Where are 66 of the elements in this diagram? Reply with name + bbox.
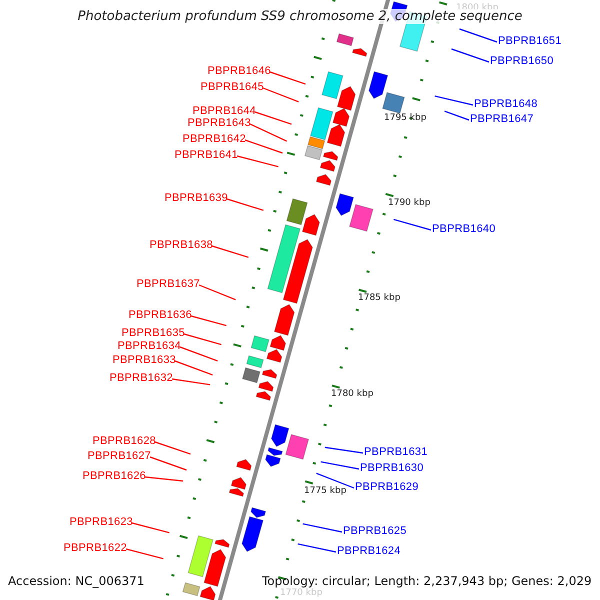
leader-line bbox=[244, 139, 283, 154]
leader-line bbox=[236, 155, 278, 168]
gene-label: PBPRB1623 bbox=[69, 516, 133, 529]
gene-label: PBPRB1637 bbox=[136, 278, 200, 291]
gene-label: PBPRB1627 bbox=[87, 450, 151, 463]
gene-label: PBPRB1647 bbox=[470, 113, 534, 126]
gene-label: PBPRB1644 bbox=[192, 105, 256, 118]
leader-line bbox=[434, 96, 474, 106]
gene-label: PBPRB1640 bbox=[432, 223, 496, 236]
leader-line bbox=[132, 522, 170, 534]
gene-label: PBPRB1632 bbox=[109, 372, 173, 385]
scale-label: 1790 kbp bbox=[388, 198, 430, 208]
leader-line bbox=[316, 472, 354, 489]
leader-line bbox=[262, 87, 299, 102]
gene-label: PBPRB1634 bbox=[117, 340, 181, 353]
gene-label: PBPRB1624 bbox=[337, 545, 401, 558]
leader-line bbox=[190, 315, 226, 326]
gene-label: PBPRB1638 bbox=[149, 239, 213, 252]
leader-line bbox=[444, 110, 470, 121]
leader-line bbox=[212, 245, 249, 258]
leader-line bbox=[154, 441, 191, 455]
gene-label: PBPRB1639 bbox=[164, 192, 228, 205]
gene-label: PBPRB1650 bbox=[490, 55, 554, 68]
gene-label: PBPRB1625 bbox=[343, 525, 407, 538]
leader-line bbox=[451, 48, 490, 63]
sequence-info-text: Topology: circular; Length: 2,237,943 bp; Genes: 2,029 bbox=[262, 574, 592, 588]
gene-label: PBPRB1646 bbox=[207, 65, 271, 78]
leader-line bbox=[250, 123, 288, 142]
gene-label: PBPRB1630 bbox=[360, 462, 424, 475]
leader-line bbox=[298, 543, 336, 553]
leader-line bbox=[180, 346, 218, 362]
gene-label: PBPRB1629 bbox=[355, 481, 419, 494]
gene-label: PBPRB1651 bbox=[498, 35, 562, 48]
gene-label: PBPRB1635 bbox=[121, 327, 185, 340]
gene-label: PBPRB1642 bbox=[182, 133, 246, 146]
accession-text: Accession: NC_006371 bbox=[8, 574, 144, 588]
gene-label: PBPRB1641 bbox=[174, 149, 238, 162]
leader-line bbox=[394, 218, 432, 231]
gene-label: PBPRB1631 bbox=[364, 446, 428, 459]
gene-label: PBPRB1645 bbox=[200, 81, 264, 94]
gene-label: PBPRB1626 bbox=[82, 470, 146, 483]
title: Photobacterium profundum SS9 chromosome 2, complete sequence bbox=[76, 9, 524, 24]
gene-label: PBPRB1648 bbox=[474, 98, 538, 111]
leader-line bbox=[226, 198, 264, 211]
gene-label: PBPRB1622 bbox=[63, 542, 127, 555]
leader-line bbox=[270, 71, 306, 85]
gene-label: PBPRB1628 bbox=[92, 435, 156, 448]
gene-label: PBPRB1633 bbox=[112, 354, 176, 367]
scale-label: 1795 kbp bbox=[384, 113, 426, 123]
leader-line bbox=[198, 284, 236, 300]
leader-line bbox=[459, 28, 498, 43]
gene-label: PBPRB1643 bbox=[187, 117, 251, 130]
scale-label: 1775 kbp bbox=[304, 486, 346, 496]
scale-label: 1785 kbp bbox=[358, 293, 400, 303]
gene-label: PBPRB1636 bbox=[128, 309, 192, 322]
leader-line bbox=[320, 461, 360, 470]
scale-label: 1780 kbp bbox=[331, 389, 374, 399]
leader-line bbox=[150, 456, 187, 471]
leader-line bbox=[254, 111, 292, 125]
leader-line bbox=[184, 333, 222, 346]
leader-line bbox=[302, 523, 342, 533]
leader-line bbox=[126, 548, 164, 560]
leader-line bbox=[174, 360, 213, 376]
leader-line bbox=[172, 378, 210, 386]
leader-line bbox=[324, 446, 364, 454]
leader-line bbox=[144, 476, 184, 482]
